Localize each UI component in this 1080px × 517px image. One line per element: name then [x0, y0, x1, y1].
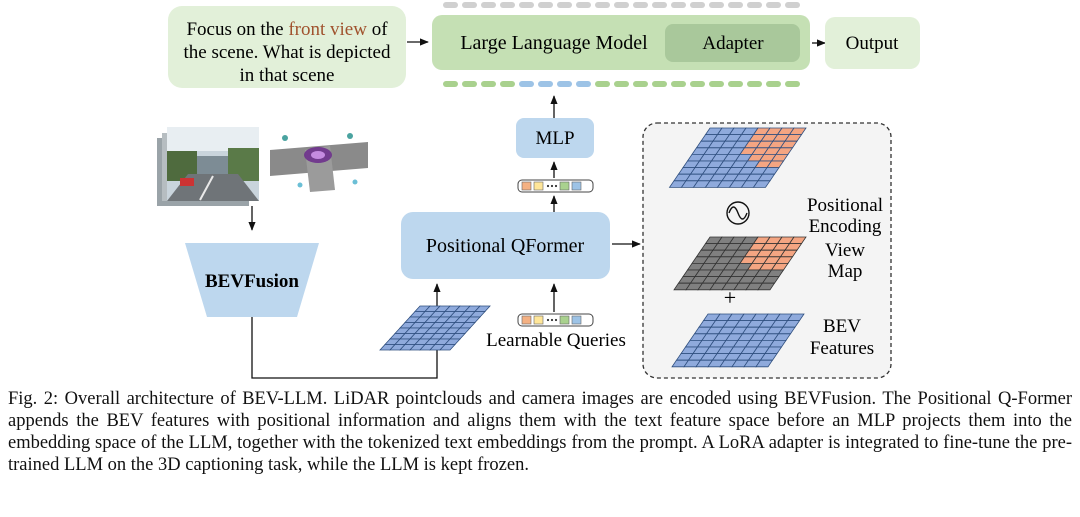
output-label: Output: [846, 33, 900, 54]
ellipsis-dot: [550, 318, 554, 322]
token-pill: [690, 81, 705, 87]
token-pill: [633, 2, 648, 8]
prompt-line-3: in that scene: [240, 65, 335, 86]
token-pill: [557, 2, 572, 8]
bevfusion-block: [185, 243, 319, 317]
token-pill: [709, 81, 724, 87]
query-token-strip-output: [517, 179, 594, 193]
sine-encoding-icon: [726, 201, 750, 225]
camera-images: [157, 127, 259, 206]
ellipsis-dot: [554, 318, 558, 322]
query-token: [559, 315, 570, 325]
llm-label: Large Language Model: [460, 32, 648, 54]
ellipsis-dot: [546, 318, 550, 322]
mlp-label: MLP: [535, 128, 574, 149]
plus-sign: +: [724, 285, 736, 310]
token-pill: [481, 81, 496, 87]
adapter-label: Adapter: [702, 33, 764, 54]
llm-input-tokens: [443, 81, 800, 87]
token-pill: [728, 2, 743, 8]
token-pill: [519, 2, 534, 8]
token-pill: [500, 2, 515, 8]
token-pill: [538, 81, 553, 87]
output-box: [825, 17, 920, 69]
query-token: [559, 181, 570, 191]
ellipsis-dot: [546, 184, 550, 188]
ellipsis-dot: [550, 184, 554, 188]
positional-encoding-grid: [668, 127, 807, 188]
token-pill: [766, 81, 781, 87]
prompt-line-1: Focus on the front view of: [186, 19, 388, 40]
grid-cell: [757, 282, 776, 291]
token-pill: [538, 2, 553, 8]
token-pill: [576, 81, 591, 87]
view-label-line1: View: [825, 240, 865, 261]
token-pill: [633, 81, 648, 87]
bev-features-grid: [379, 305, 491, 351]
token-pill: [747, 2, 762, 8]
token-pill: [576, 2, 591, 8]
token-pill: [785, 2, 800, 8]
token-pill: [671, 81, 686, 87]
query-token: [533, 315, 544, 325]
token-pill: [766, 2, 781, 8]
view-label-line2: Map: [828, 261, 863, 282]
lidar-pointcloud: [263, 128, 369, 198]
query-token: [571, 315, 582, 325]
qformer-box: [401, 212, 610, 279]
mlp-box: [516, 118, 594, 158]
token-pill: [614, 2, 629, 8]
token-pill: [728, 81, 743, 87]
token-pill: [785, 81, 800, 87]
llm-output-tokens: [443, 2, 800, 8]
token-pill: [690, 2, 705, 8]
query-token: [571, 181, 582, 191]
token-pill: [595, 81, 610, 87]
token-pill: [519, 81, 534, 87]
grid-cell: [755, 359, 774, 368]
bevfusion-label: BEVFusion: [205, 271, 299, 292]
query-token: [521, 315, 532, 325]
pe-label-line1: Positional: [807, 195, 883, 216]
token-pill: [614, 81, 629, 87]
token-pill: [500, 81, 515, 87]
figure-caption: Fig. 2: Overall architecture of BEV-LLM.…: [8, 389, 1072, 475]
adapter-box: [665, 24, 800, 62]
token-pill: [462, 2, 477, 8]
ellipsis-dot: [554, 184, 558, 188]
architecture-diagram: Focus on the front view of the scene. Wh…: [157, 2, 920, 379]
learnable-queries-label: Learnable Queries: [486, 330, 626, 351]
token-pill: [481, 2, 496, 8]
view-map-grid: [673, 236, 807, 291]
query-token: [533, 181, 544, 191]
pe-label-line2: Encoding: [809, 216, 882, 237]
token-pill: [671, 2, 686, 8]
token-pill: [462, 81, 477, 87]
token-pill: [652, 2, 667, 8]
token-pill: [595, 2, 610, 8]
prompt-box: [168, 6, 406, 88]
query-token-strip-input: [517, 313, 594, 327]
token-pill: [443, 2, 458, 8]
qformer-label: Positional QFormer: [426, 235, 585, 257]
token-pill: [747, 81, 762, 87]
token-pill: [652, 81, 667, 87]
token-pill: [557, 81, 572, 87]
bev-label-line2: Features: [810, 338, 874, 359]
panel-bev-features-grid: [671, 313, 805, 368]
token-pill: [443, 81, 458, 87]
grid-cell: [439, 344, 456, 351]
connector-bevfusion-to-grid: [251, 317, 438, 379]
query-token: [521, 181, 532, 191]
bev-label-line1: BEV: [823, 316, 861, 337]
token-pill: [709, 2, 724, 8]
grid-cell: [752, 180, 771, 188]
prompt-line-2: the scene. What is depicted: [184, 42, 391, 63]
